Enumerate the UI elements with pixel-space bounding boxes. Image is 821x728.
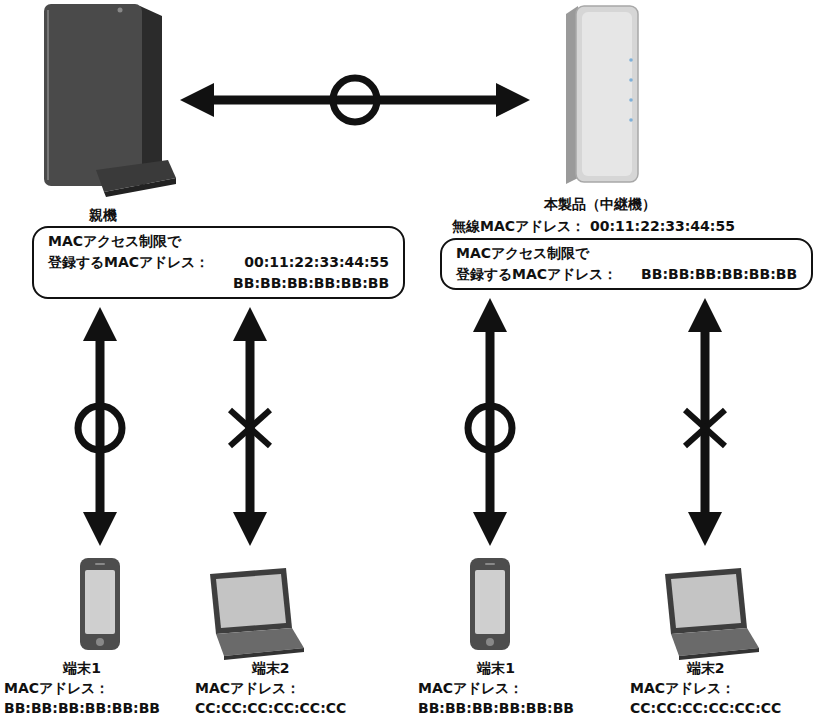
- mac-filter-box: MACアクセス制限で 登録するMACアドレス： 00:11:22:33:44:55…: [32, 226, 405, 299]
- mac-address: BB:BB:BB:BB:BB:BB: [233, 273, 389, 294]
- mac-caption: MACアドレス：: [418, 678, 574, 698]
- device-name: 本製品（中継機）: [544, 194, 656, 214]
- mac-address-value: 00:11:22:33:44:55: [590, 216, 735, 236]
- mac-address-caption: 無線MACアドレス：: [452, 216, 585, 236]
- terminal-name: 端末2: [630, 658, 781, 678]
- ok-symbol: [78, 406, 122, 450]
- terminal-device: 端末2MACアドレス：CC:CC:CC:CC:CC:CC: [195, 548, 346, 718]
- terminal-name: 端末2: [195, 658, 346, 678]
- mac-address: BB:BB:BB:BB:BB:BB: [4, 698, 160, 718]
- mac-address: 00:11:22:33:44:55: [244, 252, 389, 273]
- terminal-name: 端末1: [4, 658, 160, 678]
- filter-heading: MACアクセス制限で 登録するMACアドレス：: [456, 243, 617, 285]
- mac-address: BB:BB:BB:BB:BB:BB: [641, 264, 797, 285]
- connection-arrow: [96, 341, 105, 512]
- mac-filter-box: MACアクセス制限で 登録するMACアドレス： BB:BB:BB:BB:BB:BB: [440, 238, 813, 290]
- connection-arrow: [486, 332, 495, 512]
- ok-symbol: [333, 78, 377, 122]
- mac-caption: MACアドレス：: [195, 678, 346, 698]
- repeater-illustration: [566, 6, 638, 184]
- terminal-device: 端末2MACアドレス：CC:CC:CC:CC:CC:CC: [630, 548, 781, 718]
- terminal-device: 端末1MACアドレス：BB:BB:BB:BB:BB:BB: [418, 548, 574, 718]
- repeater-device: 本製品（中継機）: [530, 0, 670, 214]
- filter-heading: MACアクセス制限で 登録するMACアドレス：: [48, 231, 209, 273]
- laptop-illustration: [210, 568, 304, 660]
- mac-address: CC:CC:CC:CC:CC:CC: [630, 698, 781, 718]
- mac-address: BB:BB:BB:BB:BB:BB: [418, 698, 574, 718]
- terminal-name: 端末1: [418, 658, 574, 678]
- terminal-device: 端末1MACアドレス：BB:BB:BB:BB:BB:BB: [4, 548, 160, 718]
- ng-symbol: [685, 410, 725, 446]
- ng-symbol: [230, 410, 270, 446]
- device-name: 親機: [89, 205, 117, 225]
- phone-illustration: [470, 558, 510, 650]
- router-illustration: [44, 4, 176, 197]
- mac-address: CC:CC:CC:CC:CC:CC: [195, 698, 346, 718]
- laptop-illustration: [665, 568, 759, 660]
- mac-caption: MACアドレス：: [4, 678, 160, 698]
- phone-illustration: [80, 558, 120, 650]
- mac-caption: MACアドレス：: [630, 678, 781, 698]
- connection-arrow: [214, 96, 496, 105]
- router-device: 親機: [25, 0, 180, 225]
- ok-symbol: [468, 406, 512, 450]
